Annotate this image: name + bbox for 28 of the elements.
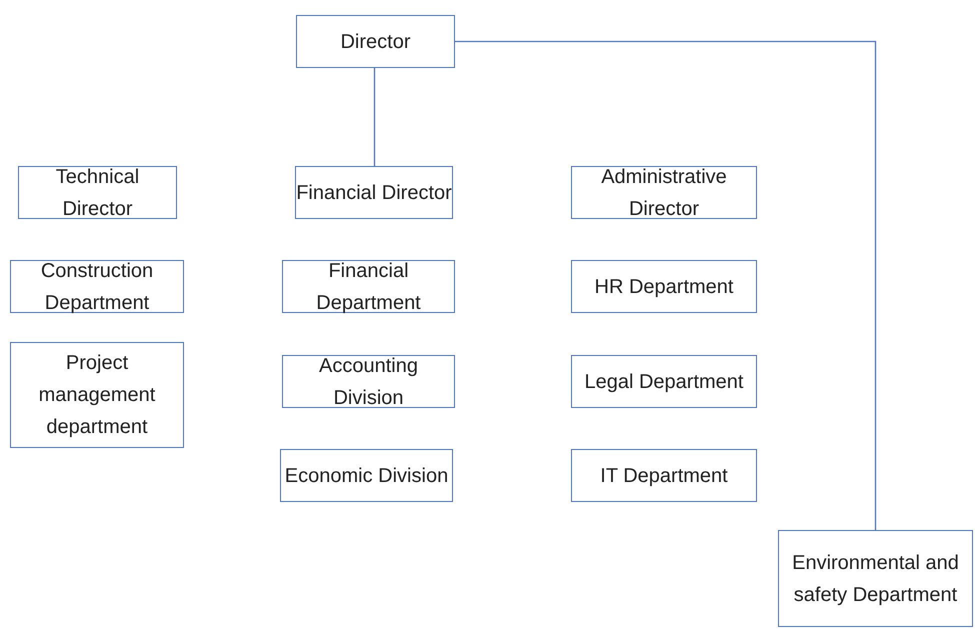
box-label: Technical Director — [54, 164, 140, 222]
box-label: Legal Department — [584, 370, 744, 394]
org-box — [10, 342, 184, 448]
connector-line — [455, 40, 876, 530]
box-label: Construction Department — [40, 258, 154, 316]
box-label: Economic Division — [284, 464, 448, 488]
org-box — [282, 355, 455, 408]
box-label: Administrative Director — [600, 164, 728, 222]
org-box — [282, 260, 455, 313]
box-label: Accounting Division — [318, 354, 419, 410]
org-box — [295, 166, 453, 219]
org-box — [18, 166, 177, 219]
org-box — [10, 260, 184, 313]
org-box — [571, 166, 757, 219]
box-label: IT Department — [600, 464, 728, 488]
org-box — [571, 449, 757, 502]
box-label: Financial Department — [315, 258, 422, 316]
org-box — [778, 530, 973, 627]
box-label: Director — [340, 30, 410, 54]
org-box — [280, 449, 453, 502]
connector-line — [374, 68, 376, 166]
org-box — [571, 355, 757, 408]
box-label: Environmental and safety Department — [791, 550, 960, 608]
org-box — [296, 15, 455, 68]
box-label: Project management department — [38, 351, 156, 440]
box-label: Financial Director — [296, 180, 452, 206]
box-label: HR Department — [594, 274, 734, 300]
org-box — [571, 260, 757, 313]
